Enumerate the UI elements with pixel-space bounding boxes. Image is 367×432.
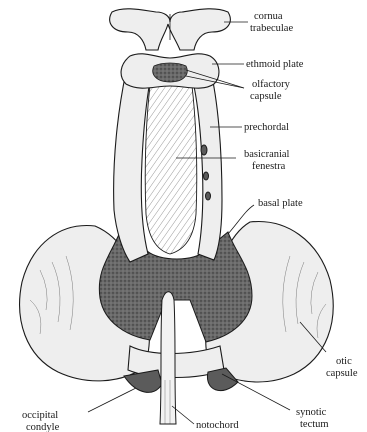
basicranial-fenestra [145,82,197,255]
olfactory-capsule-line-2: capsule [250,91,282,102]
synotic-tectum-line-1: synotic [296,407,327,418]
cornua-trabeculae-line-2: trabeculae [250,23,293,34]
label-ethmoid-plate: ethmoid plate [246,59,304,70]
basicranial-fenestra-line-2: fenestra [252,161,286,172]
synotic-tectum-line-2: tectum [300,419,329,430]
prechordal-foramen-1 [201,145,207,155]
label-olfactory-capsule: olfactory capsule [250,79,293,102]
label-synotic-tectum: synotic tectum [296,407,329,430]
otic-capsule-line-1: otic [336,356,352,367]
occipital-condyle-line-1: occipital [22,410,58,421]
trabeculae [114,68,222,262]
notochord [160,292,176,424]
cornua-trabeculae-line-1: cornua [254,11,283,22]
basicranial-fenestra-line-1: basicranial [244,149,290,160]
label-notochord: notochord [196,420,239,431]
prechordal-foramen-2 [204,172,209,180]
label-prechordal: prechordal [244,122,289,133]
label-basicranial-fenestra: basicranial fenestra [244,149,292,172]
label-occipital-condyle: occipital condyle [22,410,61,432]
occipital-condyle-line-2: condyle [26,422,60,432]
otic-capsule-line-2: capsule [326,368,358,379]
label-otic-capsule: otic capsule [326,356,358,379]
olfactory-capsule [153,63,187,82]
label-basal-plate: basal plate [258,198,303,209]
olfactory-capsule-line-1: olfactory [252,79,291,90]
label-cornua-trabeculae: cornua trabeculae [250,11,293,34]
prechordal-foramen-3 [206,192,211,200]
occipital-condyle-leader [88,388,136,412]
